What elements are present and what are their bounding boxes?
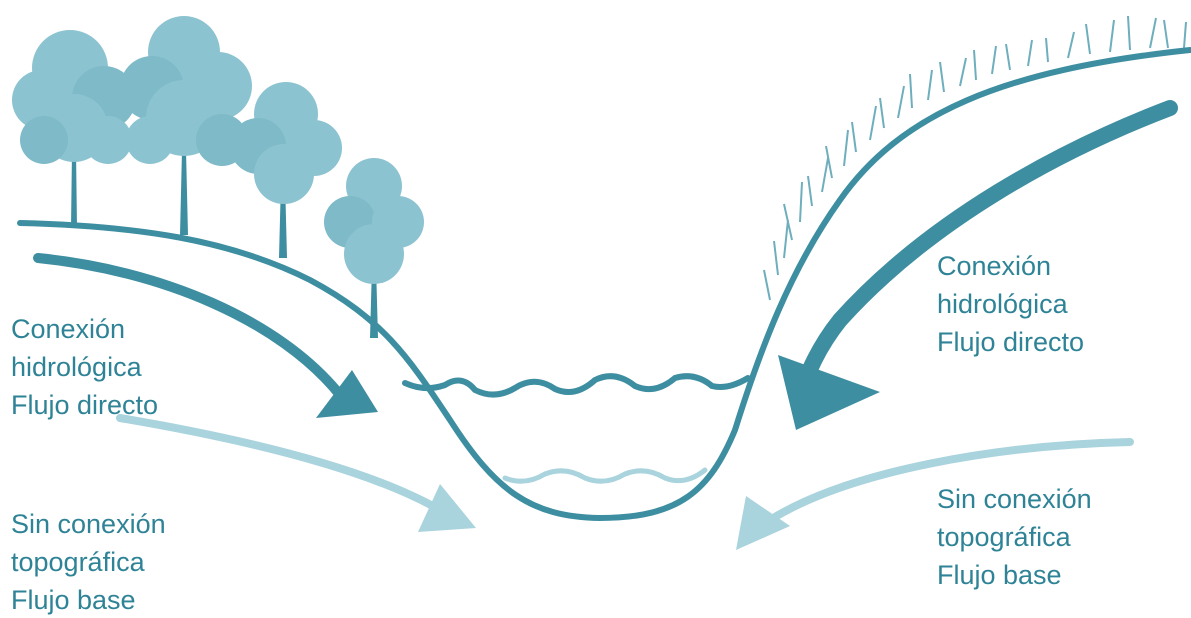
label-right-direct-flow: Conexión hidrológica Flujo directo <box>937 247 1084 361</box>
label-left-direct-flow: Conexión hidrológica Flujo directo <box>11 310 158 424</box>
label-line: hidrológica <box>11 348 158 386</box>
label-line: Flujo directo <box>937 323 1084 361</box>
base-water-line <box>505 470 705 481</box>
label-line: Sin conexión <box>11 505 166 543</box>
label-line: Flujo base <box>937 556 1092 594</box>
left-base-flow-arrow <box>120 418 476 532</box>
label-left-base-flow: Sin conexión topográfica Flujo base <box>11 505 166 618</box>
label-right-base-flow: Sin conexión topográfica Flujo base <box>937 480 1092 594</box>
tree-4 <box>324 158 424 338</box>
tree-1 <box>12 30 136 228</box>
label-line: Conexión <box>937 247 1084 285</box>
trees-group <box>12 16 424 338</box>
label-line: topográfica <box>11 543 166 581</box>
tree-3 <box>230 82 342 258</box>
label-line: Flujo base <box>11 581 166 618</box>
label-line: Conexión <box>11 310 158 348</box>
water-surface <box>405 376 748 394</box>
label-line: topográfica <box>937 518 1092 556</box>
label-line: Sin conexión <box>937 480 1092 518</box>
tree-2 <box>120 16 252 235</box>
label-line: Flujo directo <box>11 386 158 424</box>
label-line: hidrológica <box>937 285 1084 323</box>
